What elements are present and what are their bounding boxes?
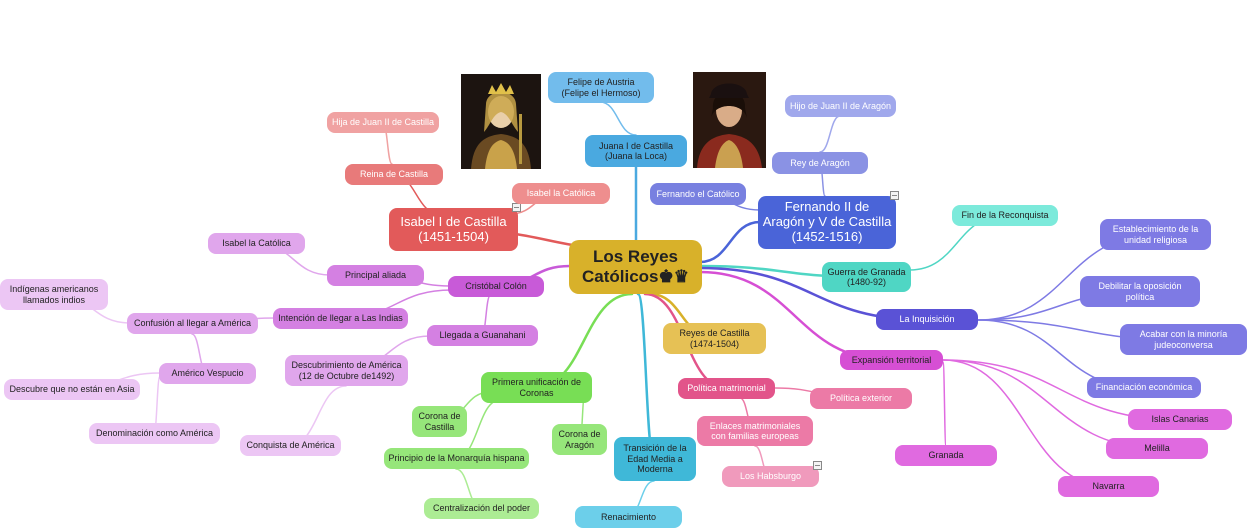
isabel-node[interactable]: Isabel I de Castilla (1451-1504) (389, 208, 518, 251)
renacimiento-node[interactable]: Renacimiento (575, 506, 682, 528)
connector-line (636, 292, 656, 461)
fernando-apodo-node[interactable]: Fernando el Católico (650, 183, 746, 205)
corona-aragon-line2: Aragón (564, 439, 595, 450)
corona-castilla-node[interactable]: Corona de Castilla (412, 406, 467, 437)
enlaces-matrimoniales-node[interactable]: Enlaces matrimoniales con familias europ… (697, 416, 813, 446)
connector-line (819, 115, 841, 153)
inquisicion-item-oposicion-line1: Debilitar la oposición (1098, 281, 1182, 292)
confusion-america-node[interactable]: Confusión al llegar a América (127, 313, 258, 334)
enlaces-line2: con familias europeas (711, 431, 799, 441)
indigenas-node[interactable]: Indígenas americanos llamados indios (0, 279, 108, 310)
isabel-note-icon[interactable] (512, 203, 521, 212)
inquisicion-item-unidad[interactable]: Establecimiento de la unidad religiosa (1100, 219, 1211, 250)
inquisicion-item-oposicion[interactable]: Debilitar la oposición política (1080, 276, 1200, 307)
habsburgo-node[interactable]: Los Habsburgo (722, 466, 819, 487)
inquisicion-item-oposicion-line2: política (1125, 291, 1155, 302)
guanahani-node[interactable]: Llegada a Guanahani (427, 325, 538, 346)
expansion-islas-canarias[interactable]: Islas Canarias (1128, 409, 1232, 430)
juana-line1: Juana I de Castilla (598, 140, 674, 151)
transicion-line3: Moderna (637, 464, 673, 475)
descubre-asia-node[interactable]: Descubre que no están en Asia (4, 379, 140, 400)
isabel-hija-node[interactable]: Hija de Juan II de Castilla (327, 112, 439, 133)
felipe-node[interactable]: Felipe de Austria (Felipe el Hermoso) (548, 72, 654, 103)
reyes-castilla-node[interactable]: Reyes de Castilla (1474-1504) (663, 323, 766, 354)
connector-line (942, 359, 1158, 449)
fernando-line1: Fernando II de (784, 199, 870, 215)
fin-reconquista-node[interactable]: Fin de la Reconquista (952, 205, 1058, 226)
unificacion-line1: Primera unificación de (491, 377, 582, 388)
fernando-hijo-node[interactable]: Hijo de Juan II de Aragón (785, 95, 896, 117)
transicion-line1: Transición de la (623, 443, 687, 454)
denominacion-america-node[interactable]: Denominación como América (89, 423, 220, 444)
connector-line (599, 101, 637, 136)
connector-line (942, 359, 1109, 487)
fernando-line3: (1452-1516) (791, 228, 863, 244)
guerra-granada-line2: (1480-92) (846, 277, 887, 287)
expansion-node[interactable]: Expansión territorial (840, 350, 943, 370)
guerra-granada-node[interactable]: Guerra de Granada (1480-92) (822, 262, 911, 292)
fernando-portrait-image (693, 72, 766, 168)
connector-line (942, 361, 947, 447)
juana-node[interactable]: Juana I de Castilla (Juana la Loca) (585, 135, 687, 167)
inquisicion-item-minoria[interactable]: Acabar con la minoría judeoconversa (1120, 324, 1247, 355)
centralizacion-node[interactable]: Centralización del poder (424, 498, 539, 519)
inquisicion-item-financiacion[interactable]: Financiación económica (1087, 377, 1201, 398)
unificacion-line2: Coronas (519, 387, 554, 398)
felipe-line2: (Felipe el Hermoso) (561, 87, 641, 98)
politica-matrimonial-node[interactable]: Política matrimonial (678, 378, 775, 399)
fernando-note-icon[interactable] (890, 191, 899, 200)
central-topic-line1: Los Reyes (592, 247, 679, 267)
isabel-apodo-node[interactable]: Isabel la Católica (512, 183, 610, 204)
vespucio-node[interactable]: Américo Vespucio (159, 363, 256, 384)
expansion-granada[interactable]: Granada (895, 445, 997, 466)
conquista-america-node[interactable]: Conquista de América (240, 435, 341, 456)
central-topic-line2: Católicos♚♛ (582, 267, 689, 286)
isabel-title: Isabel I de Castilla (400, 213, 507, 229)
corona-castilla-line1: Corona de (418, 411, 461, 422)
fernando-line2: Aragón y V de Castilla (762, 214, 892, 230)
inquisicion-item-minoria-line1: Acabar con la minoría (1139, 329, 1228, 340)
fernando-rey-node[interactable]: Rey de Aragón (772, 152, 868, 174)
principal-aliada-node[interactable]: Principal aliada (327, 265, 424, 286)
felipe-line1: Felipe de Austria (567, 77, 635, 88)
inquisicion-item-minoria-line2: judeoconversa (1154, 339, 1213, 350)
isabel-portrait-image (461, 74, 541, 169)
indigenas-line1: Indígenas americanos (9, 284, 99, 295)
descubrimiento-line1: Descubrimiento de América (291, 360, 402, 371)
enlaces-line1: Enlaces matrimoniales (709, 420, 801, 431)
guerra-granada-line1: Guerra de Granada (827, 266, 906, 277)
corona-aragon-node[interactable]: Corona de Aragón (552, 424, 607, 455)
reyes-castilla-line1: Reyes de Castilla (679, 328, 750, 339)
juana-line2: (Juana la Loca) (604, 151, 668, 161)
fernando-node[interactable]: Fernando II de Aragón y V de Castilla (1… (758, 196, 896, 249)
politica-exterior-node[interactable]: Política exterior (810, 388, 912, 409)
intencion-indias-node[interactable]: Intención de llegar a Las Indias (273, 308, 408, 329)
indigenas-line2: llamados indios (22, 294, 86, 305)
transicion-line2: Edad Media a (627, 453, 683, 464)
reyes-castilla-line2: (1474-1504) (689, 338, 740, 349)
isabel-years: (1451-1504) (418, 228, 489, 244)
descubrimiento-america-node[interactable]: Descubrimiento de América (12 de Octubre… (285, 355, 408, 386)
transicion-node[interactable]: Transición de la Edad Media a Moderna (614, 437, 696, 481)
inquisicion-node[interactable]: La Inquisición (876, 309, 978, 330)
colon-node[interactable]: Cristóbal Colón (448, 276, 544, 297)
central-topic[interactable]: Los Reyes Católicos♚♛ (569, 240, 702, 294)
principio-monarquia-node[interactable]: Principio de la Monarquía hispana (384, 448, 529, 469)
isabel-reina-node[interactable]: Reina de Castilla (345, 164, 443, 185)
expansion-melilla[interactable]: Melilla (1106, 438, 1208, 459)
corona-aragon-line1: Corona de (558, 429, 601, 440)
unificacion-node[interactable]: Primera unificación de Coronas (481, 372, 592, 403)
colon-isabel-node[interactable]: Isabel la Católica (208, 233, 305, 254)
corona-castilla-line2: Castilla (424, 421, 455, 432)
expansion-navarra[interactable]: Navarra (1058, 476, 1159, 497)
inquisicion-item-unidad-line1: Establecimiento de la (1112, 224, 1199, 235)
inquisicion-item-unidad-line2: unidad religiosa (1123, 234, 1188, 245)
habsburgo-note-icon[interactable] (813, 461, 822, 470)
descubrimiento-line2: (12 de Octubre de1492) (298, 370, 395, 381)
connector-line (698, 220, 762, 264)
